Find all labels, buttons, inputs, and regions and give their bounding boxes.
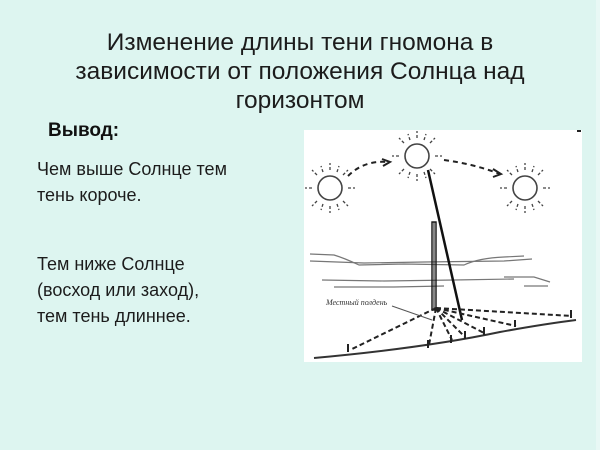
figure-corner-mark <box>577 130 581 132</box>
gnomon-shadow-diagram: Местный полдень <box>304 130 582 362</box>
ground-line <box>313 319 577 359</box>
conclusion-paragraph-low-sun: Тем ниже Солнце (восход или заход), тем … <box>37 254 200 326</box>
horizon-lines <box>309 253 551 288</box>
shadow-rays-icon <box>349 307 573 351</box>
sun-noon-icon <box>392 131 442 181</box>
sun-path-arrows <box>347 158 504 178</box>
sun-setting-icon <box>500 163 550 213</box>
gnomon-icon <box>431 221 437 311</box>
sun-rising-icon <box>305 163 355 213</box>
label-pointer <box>391 305 433 321</box>
conclusion-paragraph-high-sun: Чем выше Солнце тем тень короче. <box>37 159 227 205</box>
noon-sun-ray <box>426 169 464 321</box>
shadow-tip-markers <box>347 310 572 352</box>
slide-title: Изменение длины тени гномона в зависимос… <box>75 29 525 114</box>
slide-edge <box>596 0 600 450</box>
conclusion-heading: Вывод: <box>48 120 120 141</box>
local-noon-label: Местный полдень <box>325 298 388 307</box>
